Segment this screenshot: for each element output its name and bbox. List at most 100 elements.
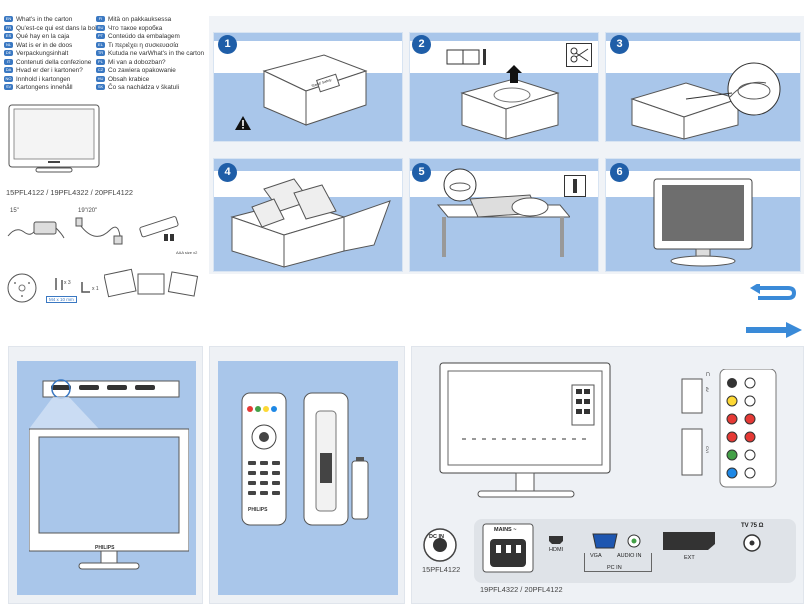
packing-removal-illustration [230, 178, 391, 268]
language-code-badge: PT [96, 33, 105, 40]
dc-in-label: DC IN [429, 534, 444, 540]
open-box-illustration [460, 65, 560, 140]
step-4-badge: 4 [218, 163, 237, 182]
audio-in-label: AUDIO IN [617, 553, 642, 559]
language-code-badge: EN [4, 16, 13, 23]
language-text: Conteúdo da embalagem [108, 33, 180, 40]
next-page-arrow [746, 322, 802, 338]
power-cord-icon [75, 217, 123, 245]
language-text: Kartongens innehåll [16, 84, 73, 91]
language-code-badge: TR [96, 50, 105, 57]
step-6-panel: 6 [605, 158, 801, 272]
tv-illustration [8, 104, 100, 173]
cvi-label: CVI [704, 446, 710, 453]
language-code-badge: IT [4, 58, 13, 65]
step-1-badge: 1 [218, 35, 237, 54]
remote-panel: PHILIPS [209, 346, 405, 604]
language-text: Qué hay en la caja [16, 33, 70, 40]
step-5-badge: 5 [412, 163, 431, 182]
model-15-label: 15PFL4122 [422, 565, 461, 574]
connectors-panel: ∩ AV CVI DC IN 15PFL4122 MAINS ~ HDMI VG… [411, 346, 804, 604]
scissors-icon [566, 43, 592, 67]
step-6-badge: 6 [610, 163, 629, 182]
language-text: Innhold i kartongen [16, 75, 71, 83]
side-av-panel [681, 369, 777, 488]
language-code-badge: FR [4, 24, 13, 31]
step-3-panel: 3 [605, 32, 801, 142]
language-code-badge: SK [96, 84, 105, 91]
remote-illustration [241, 392, 369, 526]
step-2-badge: 2 [412, 35, 431, 54]
turn-back-arrow [750, 284, 796, 300]
language-code-badge: HU [96, 75, 105, 82]
vga-connector [592, 533, 618, 549]
remote-brand: PHILIPS [248, 507, 268, 513]
hdmi-label: HDMI [549, 547, 564, 553]
hex-key-icon [81, 282, 90, 293]
language-text: Obsah krabice [108, 75, 150, 83]
tv-front-illustration [29, 379, 189, 570]
language-text: Что такое коробка [108, 24, 163, 32]
step-2-panel: 2 [409, 32, 599, 142]
language-text: Mi van a dobozban? [108, 58, 166, 66]
language-text: Co zawiera opakowanie [108, 67, 176, 74]
screws-count: x 3 [64, 280, 71, 286]
language-code-badge: NL [4, 41, 13, 48]
language-text: Qu'est-ce qui est dans la boîte [16, 24, 103, 32]
mains-connector [482, 523, 534, 573]
mains-label: MAINS ~ [494, 527, 517, 533]
size-15-label: 15" [10, 208, 19, 214]
language-text: What's in the carton [16, 16, 73, 23]
aaa-label: AAA size x2 [176, 250, 198, 255]
carton-contents: 15PFL4122 / 19PFL4322 / 20PFL4122 15" 19… [0, 100, 210, 320]
language-text: Kutuda ne varWhat's in the carton [108, 50, 205, 57]
language-code-badge: CZ [96, 67, 105, 74]
ext-label: EXT [684, 555, 695, 561]
screwdriver-icon [564, 175, 586, 197]
language-text: Verpackungsinhalt [16, 50, 69, 57]
closed-box-illustration [262, 54, 368, 126]
language-text: Τι περιέχει η συσκευασία [108, 41, 179, 49]
language-code-badge: EL [96, 41, 105, 48]
av-label: AV [705, 386, 711, 393]
audio-in-connector [627, 534, 641, 548]
language-text: Mitä on pakkauksessa [108, 16, 172, 23]
language-code-badge: FI [96, 16, 105, 23]
language-code-badge: SV [4, 84, 13, 91]
manual-book-icon [446, 49, 486, 65]
language-text: Contenuti della confezione [16, 58, 92, 66]
step-1-panel: 1 Stand/ Safety [213, 32, 403, 142]
tv-back-illustration [439, 362, 611, 498]
language-text: Hvad er der i kartonen? [16, 67, 83, 74]
assembled-tv-illustration [653, 178, 753, 267]
remote-control-icon [139, 216, 179, 241]
remove-tv-illustration [630, 62, 781, 140]
headphone-icon: ∩ [705, 369, 711, 378]
language-code-badge: NO [4, 75, 13, 82]
step-3-badge: 3 [610, 35, 629, 54]
warning-icon [235, 116, 251, 130]
language-text: Čo sa nachádza v škatuli [108, 84, 180, 91]
hdmi-connector [549, 536, 563, 544]
tv-antenna-label: TV 75 Ω [741, 523, 764, 529]
vga-label: VGA [590, 553, 602, 559]
language-code-badge: RU [96, 24, 105, 31]
language-code-badge: DA [4, 67, 13, 74]
language-code-badge: PL [96, 58, 105, 65]
language-code-badge: DE [4, 50, 13, 57]
